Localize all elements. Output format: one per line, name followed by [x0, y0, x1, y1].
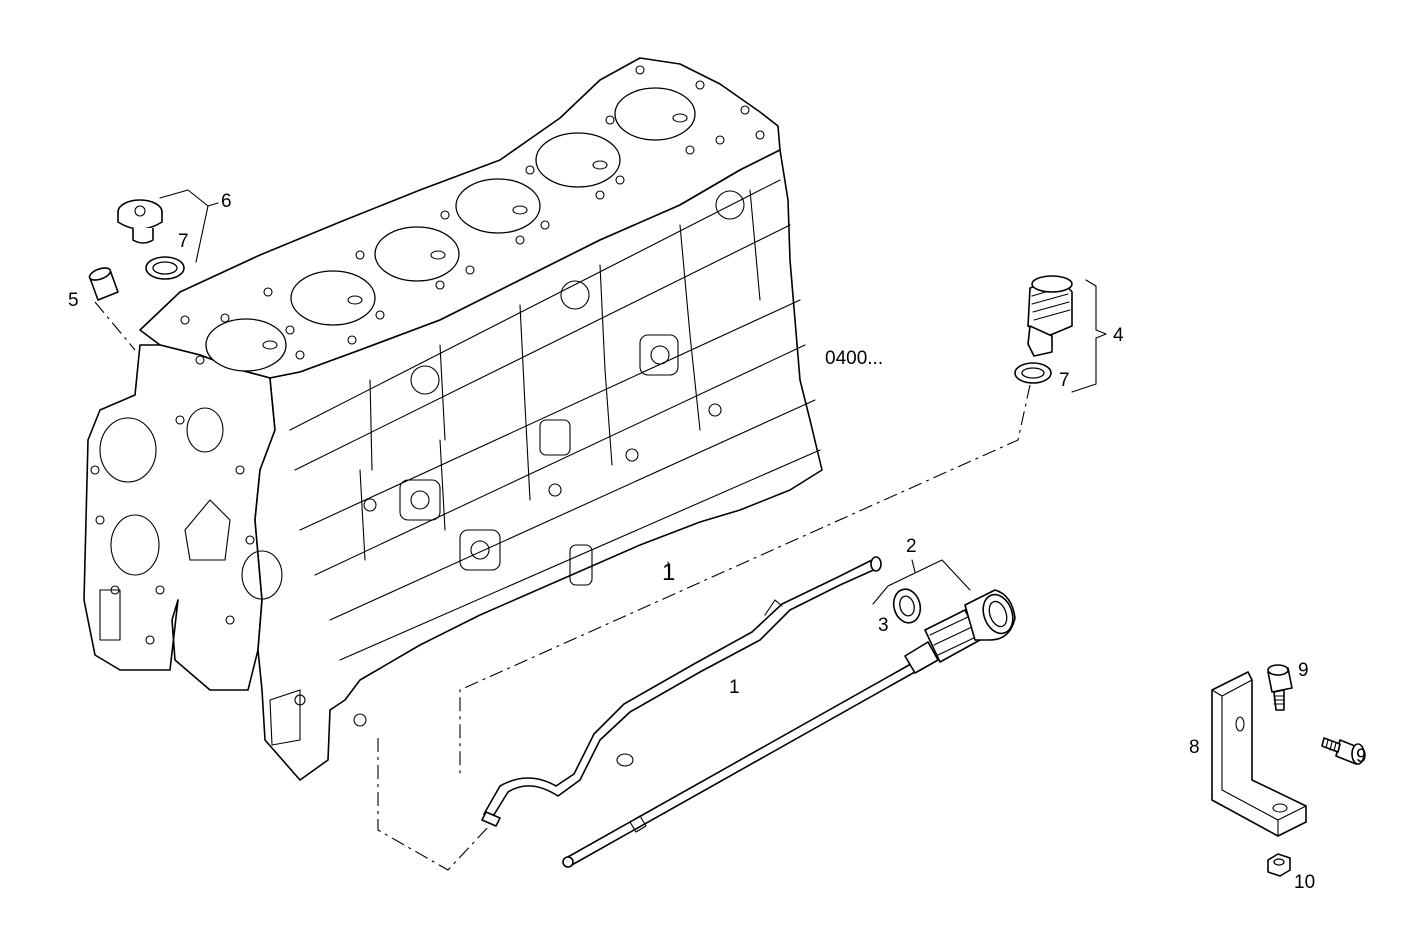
bracket-2: [872, 559, 971, 605]
fitting-4: [1027, 275, 1073, 357]
callout-4: 4: [1113, 325, 1124, 346]
bolt-9-top: [1267, 664, 1293, 711]
washer-7-right: [1014, 362, 1052, 384]
callout-1-tube: 1: [729, 677, 740, 698]
bracket-6: [159, 189, 209, 263]
sleeve-5: [88, 267, 119, 301]
bolt-9-right: [1321, 737, 1365, 765]
bracket-8: [1211, 671, 1307, 837]
callout-8: 8: [1189, 737, 1200, 758]
washer-7-left: [145, 256, 185, 280]
callout-7-left: 7: [178, 231, 189, 252]
callout-5: 5: [68, 290, 79, 311]
callout-2: 2: [906, 536, 917, 557]
callout-9-top: 9: [1298, 660, 1309, 681]
reference-number: 0400...: [825, 348, 883, 369]
dipstick-tube: [481, 556, 882, 827]
bracket-4: [1071, 279, 1107, 393]
assembly-leader-lines: [94, 301, 1031, 871]
cylinder-block: [83, 57, 823, 781]
nut-10: [1267, 853, 1291, 877]
dipstick: [562, 589, 1016, 868]
callout-6: 6: [221, 191, 232, 212]
callout-7-right: 7: [1059, 370, 1070, 391]
seal-3: [892, 588, 922, 624]
plug-6: [117, 199, 163, 244]
callout-3: 3: [878, 615, 889, 636]
callout-10: 10: [1294, 872, 1315, 893]
callout-9-right: 9: [1356, 746, 1367, 767]
